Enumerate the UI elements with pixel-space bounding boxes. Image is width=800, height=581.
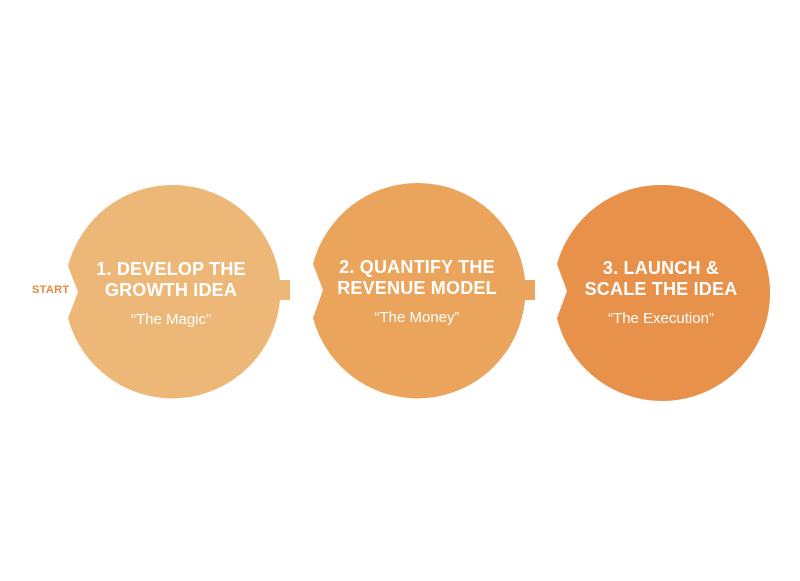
step-2-title: 2. QUANTIFY THE REVENUE MODEL — [337, 257, 497, 298]
step-1-subtitle: “The Magic” — [130, 311, 212, 328]
step-3-title: 3. LAUNCH & SCALE THE IDEA — [584, 258, 738, 299]
step-3: 3. LAUNCH & SCALE THE IDEA “The Executio… — [556, 258, 766, 328]
step-1-title: 1. DEVELOP THE GROWTH IDEA — [96, 259, 246, 300]
step-2-subtitle: “The Money” — [374, 309, 460, 326]
step-2-circle — [313, 182, 535, 399]
step-1: 1. DEVELOP THE GROWTH IDEA “The Magic” — [66, 259, 276, 329]
step-3-circle — [557, 184, 771, 401]
step-1-circle — [68, 184, 290, 399]
start-label: START — [32, 284, 70, 296]
step-3-subtitle: “The Execution” — [608, 310, 714, 327]
step-2: 2. QUANTIFY THE REVENUE MODEL “The Money… — [312, 257, 522, 327]
